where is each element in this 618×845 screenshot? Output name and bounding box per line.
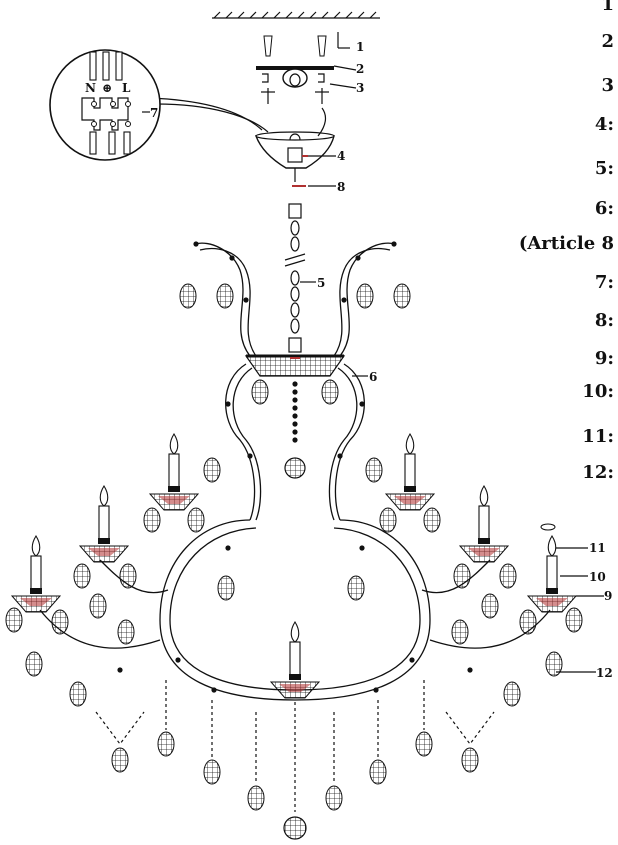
callout-3: 3 [356, 81, 364, 95]
terminal-label-n: N [85, 81, 96, 95]
parts-list-item-9: 9: [594, 348, 614, 369]
parts-list-item-12: 12: [582, 462, 614, 483]
chain [284, 168, 306, 353]
lower-hanging-drops [95, 680, 495, 840]
callout-1: 1 [356, 40, 364, 54]
callout-7: 7 [150, 106, 158, 120]
callout-8: 8 [337, 180, 345, 194]
callout-11: 11 [589, 541, 606, 555]
parts-list-item-5: 5: [594, 158, 614, 179]
ceiling [212, 11, 380, 19]
terminal-block-detail: N ⊕ L [49, 49, 161, 161]
parts-list-item-2: 2 [601, 31, 614, 52]
parts-list-item-1: 1 [601, 0, 614, 15]
candle-arm-right-inner [385, 433, 435, 511]
terminal-label-l: L [122, 81, 131, 95]
callout-12: 12 [596, 666, 613, 680]
upper-scroll-arms [193, 241, 397, 521]
parts-list-item-7: 7: [594, 272, 614, 293]
callout-2: 2 [356, 62, 364, 76]
parts-list-item-article: (Article 8 [518, 233, 614, 254]
canopy [254, 131, 335, 169]
parts-list-item-10: 10: [582, 381, 614, 402]
candle-arm-left-inner [149, 433, 199, 511]
parts-list-item-11: 11: [582, 426, 614, 447]
candle-arm-right-mid [459, 485, 509, 563]
callout-5: 5 [317, 276, 325, 290]
callout-6: 6 [369, 370, 377, 384]
candle-arm-left-outer [11, 535, 61, 613]
terminal-label-ground: ⊕ [102, 81, 112, 95]
center-drop-upper [284, 381, 306, 479]
candle-arm-left-mid [79, 485, 129, 563]
parts-list-item-8: 8: [594, 310, 614, 331]
upper-bowl [244, 354, 346, 377]
callout-4: 4 [337, 149, 345, 163]
candle-arm-right-outer [527, 523, 577, 613]
candle-center [270, 621, 320, 699]
parts-list-item-4: 4: [594, 114, 614, 135]
parts-list-item-3: 3 [601, 75, 614, 96]
parts-list: 1 2 3 4: 5: 6: (Article 8 7: 8: 9: 10: 1… [444, 0, 614, 520]
mounting-screws [263, 32, 350, 57]
parts-list-item-6: 6: [594, 198, 614, 219]
mounting-bracket [256, 66, 334, 104]
callout-10: 10 [589, 570, 606, 584]
callout-9: 9 [604, 589, 612, 603]
callouts: 1 2 3 4 5 6 7 8 9 10 11 12 [142, 40, 613, 680]
